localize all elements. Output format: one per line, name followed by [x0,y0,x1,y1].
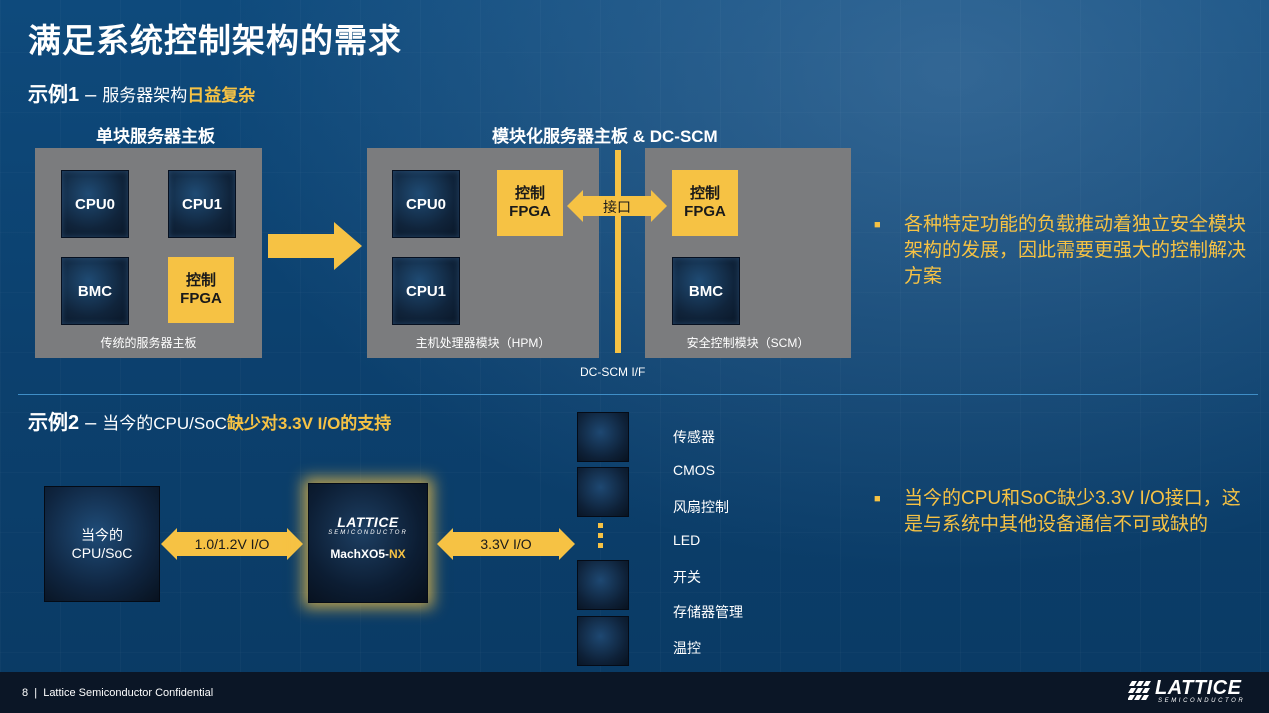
example2-dash: – [85,412,97,434]
io-chip-sensor [577,412,629,462]
scm-control-fpga-chip: 控制 FPGA [672,170,738,236]
fpga-line1: 控制 [689,185,720,202]
model-main: MachXO5- [330,547,389,561]
interface-double-arrow [567,190,667,222]
ellipsis-dots [598,523,604,553]
bmc-chip: BMC [61,257,129,325]
io-label-cmos: CMOS [673,462,715,478]
io-chip-temp [577,616,629,666]
cpu-soc-chip: 当今的 CPU/SoC [44,486,160,602]
example1-label: 示例1 [28,84,80,106]
io-label-sensor: 传感器 [673,429,715,445]
io-label-temp: 温控 [673,640,701,656]
lattice-chip-semi: SEMICONDUCTOR [328,530,408,536]
cpu0-chip: CPU0 [61,170,129,238]
example2-bullet: ■ 当今的CPU和SoC缺少3.3V I/O接口，这是与系统中其他设备通信不可或… [874,486,1254,538]
io-chip-switch [577,560,629,610]
example1-text: 服务器架构 [102,86,188,105]
high-voltage-label: 3.3V I/O [480,536,532,552]
lattice-chip-brand: LATTICE [337,514,399,530]
scm-panel: 控制 FPGA BMC 安全控制模块（SCM） [645,148,851,358]
high-voltage-double-arrow [437,528,575,560]
io-label-storage: 存储器管理 [673,604,743,620]
dc-scm-bus-line [615,150,621,353]
scm-bmc-chip: BMC [672,257,740,325]
monolithic-board-title: 单块服务器主板 [96,127,215,146]
hpm-cpu0-chip: CPU0 [392,170,460,238]
example2-highlight: 缺少对3.3V I/O的支持 [226,414,392,433]
modular-board-title: 模块化服务器主板 & DC-SCM [492,127,718,146]
footer-bar [0,672,1269,713]
lattice-logo-text: LATTICE [1155,677,1242,699]
fpga-line2: FPGA [180,290,222,307]
example1-dash: – [85,84,97,106]
example2-text: 当今的CPU/SoC [102,414,227,433]
lattice-logo-sub: SEMICONDUCTOR [1158,698,1246,704]
model-suffix: NX [389,547,406,561]
slide-title: 满足系统控制架构的需求 [28,22,402,59]
example2-bullet-text: 当今的CPU和SoC缺少3.3V I/O接口，这是与系统中其他设备通信不可或缺的 [904,488,1241,535]
io-chip-cmos [577,467,629,517]
example1-highlight: 日益复杂 [187,86,256,105]
bullet-square-icon: ■ [874,219,881,231]
hpm-cpu1-chip: CPU1 [392,257,460,325]
cpu1-chip: CPU1 [168,170,236,238]
lattice-logo: LATTICE SEMICONDUCTOR [1128,677,1258,707]
traditional-board-panel: CPU0 CPU1 BMC 控制 FPGA 传统的服务器主板 [35,148,262,358]
traditional-board-caption: 传统的服务器主板 [100,336,197,350]
hpm-caption: 主机处理器模块（HPM） [415,336,551,350]
low-voltage-double-arrow [161,528,303,560]
footer-text: 8 | Lattice Semiconductor Confidential [22,687,214,699]
fpga-line1: 控制 [514,185,545,202]
control-fpga-chip: 控制 FPGA [168,257,234,323]
example1-bullet: ■ 各种特定功能的负载推动着独立安全模块架构的发展，因此需要更强大的控制解决方案 [874,212,1254,290]
hpm-control-fpga-chip: 控制 FPGA [497,170,563,236]
example2-label: 示例2 [28,412,80,434]
machxo5-nx-chip: LATTICE SEMICONDUCTOR MachXO5-NX [308,483,428,603]
fpga-line1: 控制 [185,272,216,289]
section-separator [18,394,1258,395]
io-label-fan: 风扇控制 [673,499,729,515]
dc-scm-if-label: DC-SCM I/F [580,365,646,379]
right-arrow-icon [268,222,362,270]
io-label-led: LED [673,532,701,548]
hpm-panel: CPU0 控制 FPGA CPU1 主机处理器模块（HPM） [367,148,599,358]
io-label-switch: 开关 [673,569,701,585]
bullet-square-icon: ■ [874,493,881,505]
example1-heading: 示例1–服务器架构日益复杂 [28,78,255,107]
fpga-line2: FPGA [509,203,551,220]
lattice-chip-model: MachXO5-NX [309,547,427,561]
fpga-line2: FPGA [684,203,726,220]
interface-label: 接口 [603,199,631,215]
example2-heading: 示例2–当今的CPU/SoC缺少对3.3V I/O的支持 [28,406,391,435]
example1-bullet-text: 各种特定功能的负载推动着独立安全模块架构的发展，因此需要更强大的控制解决方案 [904,214,1247,287]
lattice-logo-icon [1128,681,1151,700]
low-voltage-label: 1.0/1.2V I/O [194,536,270,552]
scm-caption: 安全控制模块（SCM） [686,336,810,350]
